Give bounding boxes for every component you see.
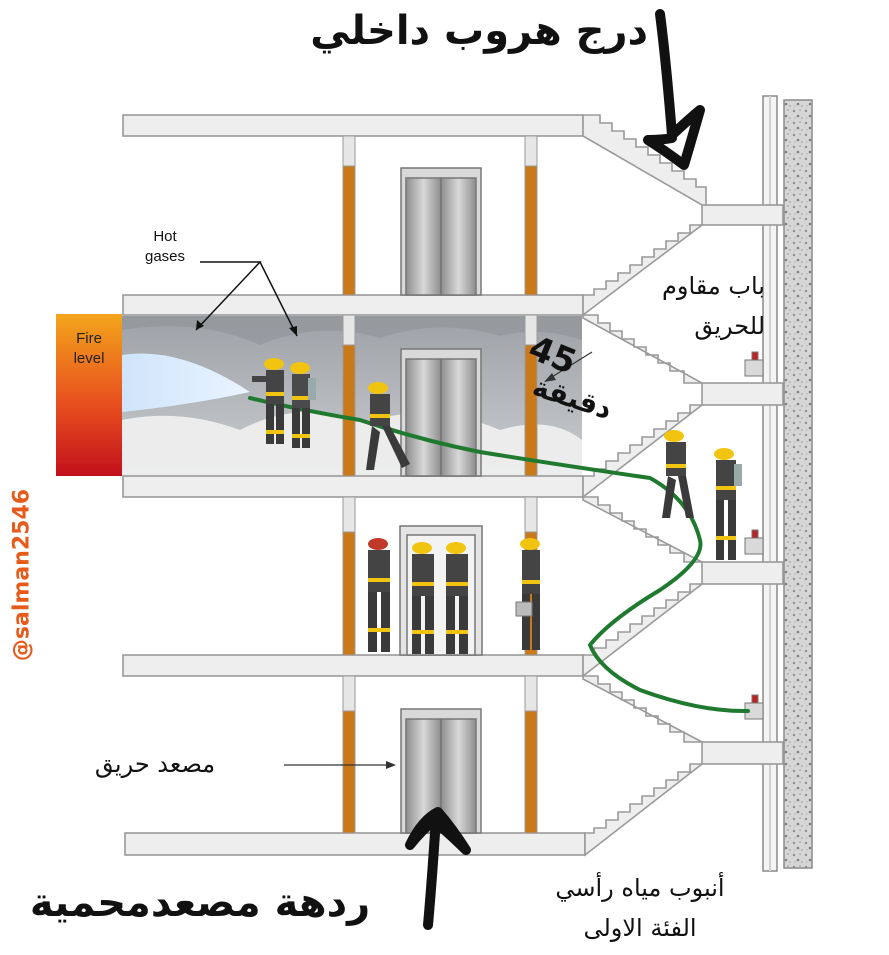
hot-gases-label-line1: Hot	[153, 228, 177, 245]
protected-elevator-lobby-label: ردهة مصعدمحمية	[29, 880, 371, 926]
watermark: @salman2546	[2, 470, 42, 680]
escape-stair-flights	[582, 114, 707, 857]
elevator-doors	[399, 167, 483, 834]
water-spray	[122, 353, 250, 412]
hot-gases-leaders	[195, 261, 298, 337]
stair-landings	[701, 204, 784, 765]
standpipe-valves	[744, 351, 764, 720]
outer-concrete-wall	[783, 99, 813, 869]
fire-level-label-line2: level	[73, 350, 105, 367]
firefighters	[252, 358, 742, 654]
fire-elevator-label: مصعد حريق	[94, 750, 216, 778]
fire-resistant-door-label-line2: للحريق	[694, 312, 765, 340]
stairs-pointer-arrow	[643, 9, 705, 170]
fire-level-label-line1: Fire	[76, 330, 102, 347]
hot-gases-label-line2: gases	[144, 248, 186, 265]
watermark-text: @salman2546	[9, 488, 35, 662]
standpipe-label-line2: الفئة الاولى	[583, 914, 697, 942]
fire-resistant-door-label-line1: باب مقاوم	[662, 272, 765, 300]
fire-level-indicator	[56, 314, 122, 476]
internal-escape-stairs-label: درج هروب داخلي	[310, 8, 648, 54]
lobby-pointer-arrow	[405, 807, 471, 930]
door-rating-arrow	[546, 351, 593, 381]
standpipe-label-line1: أنبوب مياه رأسي	[555, 874, 725, 902]
